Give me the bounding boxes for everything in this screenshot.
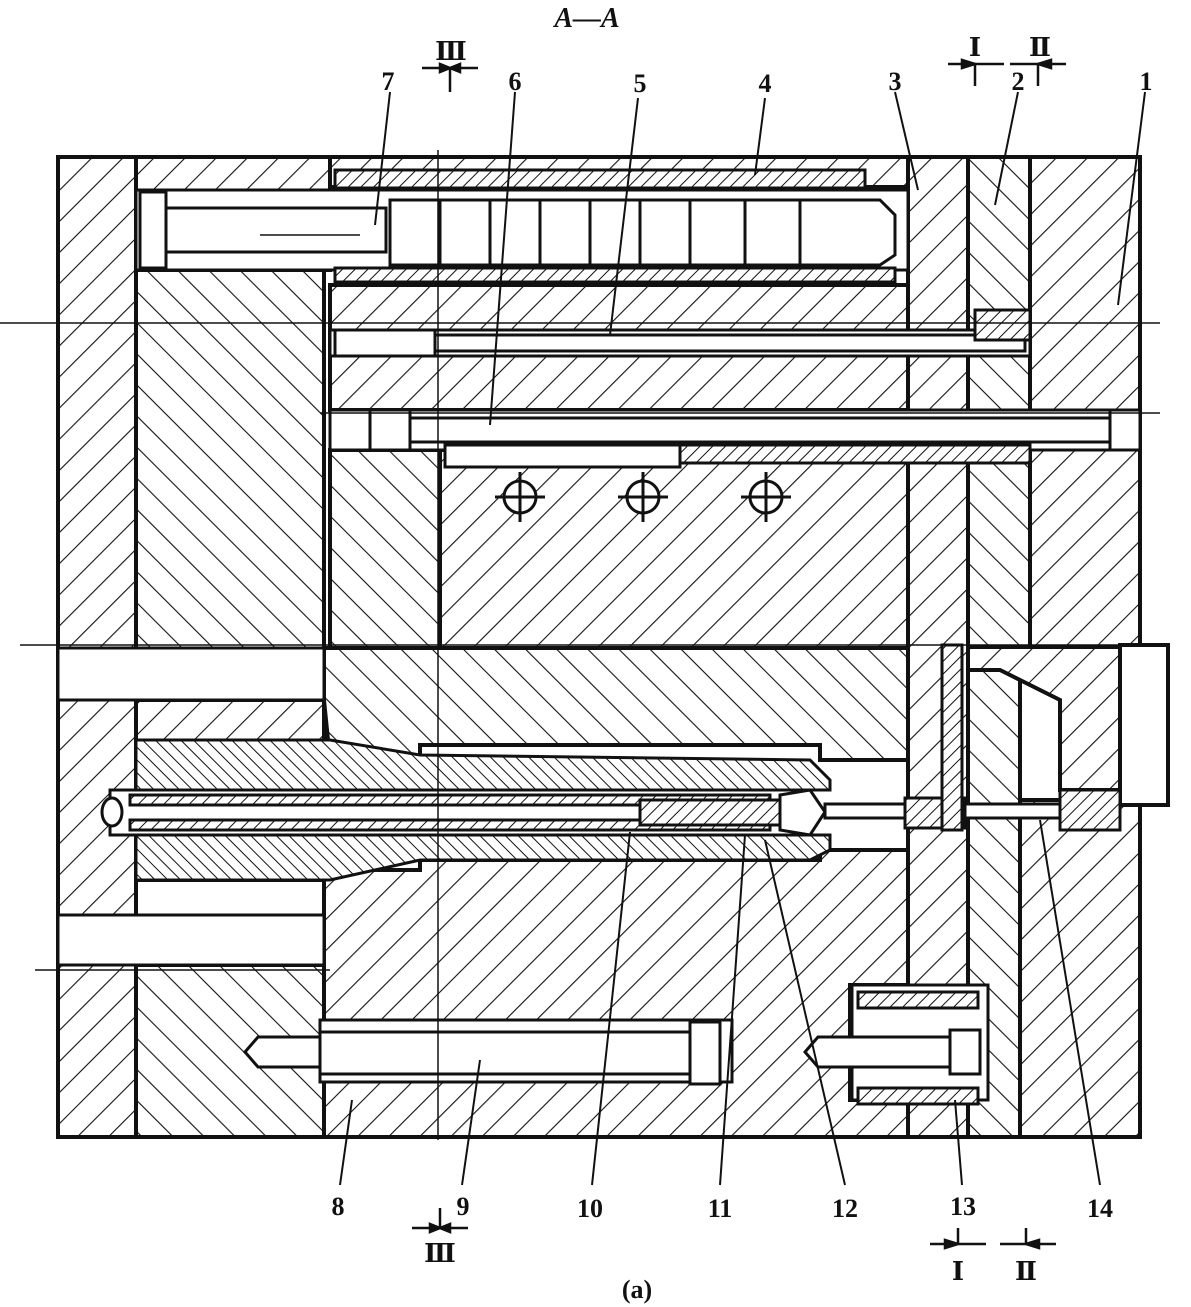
cooling-channels: [495, 472, 791, 522]
leader-lines: [339, 91, 1146, 1186]
middle-core-block: [322, 646, 910, 762]
part-label-5: 5: [634, 69, 647, 98]
cavity-insert: [438, 448, 910, 650]
left-guide-block: [328, 448, 442, 650]
spring-sleeve-top: [333, 168, 867, 190]
sprue-liner: [940, 643, 964, 832]
core-assembly: [100, 643, 1122, 882]
part-labels: 1 2 3 4 5 6 7 8 9 10 11 12 13 14: [332, 67, 1153, 1223]
center-lines: [0, 150, 1160, 1140]
left-upper-bore: [56, 646, 326, 702]
part-label-4: 4: [759, 69, 772, 98]
section-title: A—A: [552, 3, 619, 34]
part-label-6: 6: [509, 67, 522, 96]
left-support-block: [134, 268, 326, 652]
part-7-bolt: [138, 168, 897, 284]
section-markers: [412, 58, 1066, 1250]
part-label-7: 7: [382, 67, 395, 96]
spring-sleeve-bottom: [333, 266, 897, 284]
part-6-pin: [368, 408, 1142, 469]
part-13-assembly: [803, 990, 982, 1106]
section-mark-III-bottom: Ⅲ: [424, 1239, 456, 1268]
core-outer-upper: [134, 738, 832, 792]
part-label-13: 13: [950, 1192, 976, 1221]
part-label-11: 11: [708, 1194, 733, 1223]
section-mark-II-bottom: Ⅱ: [1015, 1257, 1037, 1286]
bolt-7-shank: [164, 206, 388, 254]
bolt-7-head: [138, 190, 168, 270]
part-label-8: 8: [332, 1192, 345, 1221]
sprue-nozzle-tip: [1058, 788, 1122, 832]
bolt-7-spring: [388, 198, 897, 267]
part-label-9: 9: [457, 1192, 470, 1221]
section-mark-III-top: Ⅲ: [435, 37, 467, 66]
part-label-14: 14: [1087, 1194, 1113, 1223]
right-clamp-plate: [1028, 155, 1142, 649]
part-2-plate: [966, 155, 1032, 649]
part-label-1: 1: [1140, 67, 1153, 96]
part-11-sleeve: [638, 798, 782, 827]
left-lower-bore: [56, 913, 326, 967]
part-5-pin: [333, 308, 1032, 358]
part-label-10: 10: [577, 1194, 603, 1223]
section-mark-I-bottom: Ⅰ: [952, 1257, 964, 1286]
part-12-tip: [778, 788, 827, 837]
part-9-bolt: [243, 1020, 722, 1086]
section-mark-I-top: Ⅰ: [969, 33, 981, 62]
section-mark-II-top: Ⅱ: [1029, 33, 1051, 62]
lower-core-block: [322, 848, 910, 1139]
figure-caption: (a): [622, 1275, 652, 1304]
nozzle-seat: [1118, 643, 1170, 807]
core-outer-lower: [134, 833, 832, 882]
right-lower-plate: [1018, 798, 1142, 1139]
part-label-12: 12: [832, 1194, 858, 1223]
part-label-3: 3: [889, 67, 902, 96]
part-label-2: 2: [1012, 67, 1025, 96]
